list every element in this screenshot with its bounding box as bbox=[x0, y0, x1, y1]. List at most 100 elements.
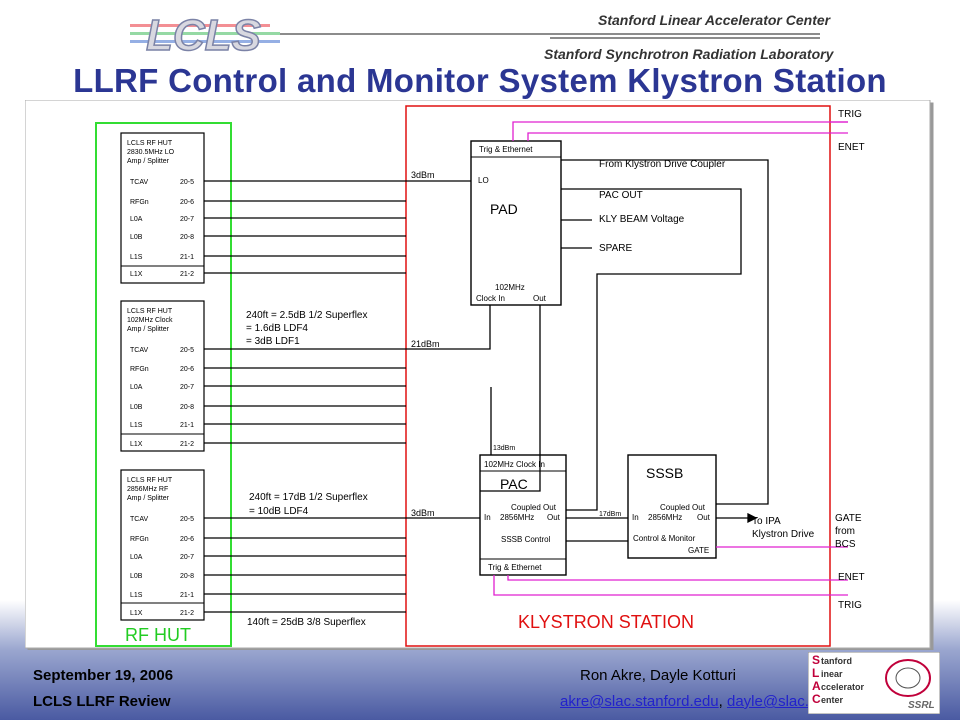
email-link-akre[interactable]: akre@slac.stanford.edu bbox=[560, 693, 719, 710]
gate-label-3: BCS bbox=[835, 539, 856, 550]
hut-port-name: L1X bbox=[130, 271, 143, 278]
pac-out-to-pad bbox=[561, 188, 742, 511]
ipa-arrow bbox=[747, 512, 758, 524]
pac-clock-in: 102MHz Clock In bbox=[484, 460, 545, 469]
hut-box-title-line: LCLS RF HUT bbox=[127, 308, 173, 315]
sssb-coupled-out: Coupled Out bbox=[660, 503, 706, 512]
hut-splitter-box bbox=[120, 300, 205, 452]
hut-port-number: 20-7 bbox=[180, 216, 194, 223]
slac-logo-word: inear bbox=[821, 669, 843, 679]
hut-box-title-line: Amp / Splitter bbox=[127, 158, 170, 165]
trig-top-line bbox=[512, 121, 848, 141]
hut-port-name: L0B bbox=[130, 404, 143, 411]
pad-input-label: SPARE bbox=[599, 243, 632, 254]
cable-note-clock-2: = 1.6dB LDF4 bbox=[246, 323, 308, 334]
pac-coupled-out: Coupled Out bbox=[511, 503, 557, 512]
hut-port-name: TCAV bbox=[130, 179, 148, 186]
enet-top-label: ENET bbox=[838, 142, 865, 153]
slac-logo-initial: A bbox=[812, 679, 821, 693]
to-ipa-label-2: Klystron Drive bbox=[752, 529, 815, 540]
klystron-station-border bbox=[405, 105, 831, 647]
trig-bottom-line bbox=[493, 575, 848, 596]
pac-in: In bbox=[484, 513, 491, 522]
hut-port-number: 20-7 bbox=[180, 554, 194, 561]
lcls-logo-text: LCLS bbox=[146, 11, 261, 60]
hut-port-name: TCAV bbox=[130, 347, 148, 354]
pad-out-to-pac bbox=[480, 305, 541, 492]
sssb-freq: 2856MHz bbox=[648, 513, 682, 522]
hut-port-number: 21-2 bbox=[180, 610, 194, 617]
header-rules bbox=[280, 33, 820, 39]
hut-port-number: 20-8 bbox=[180, 234, 194, 241]
ssrl-mark: SSRL bbox=[908, 700, 935, 711]
pad-input-label: KLY BEAM Voltage bbox=[599, 214, 685, 225]
hut-boxes bbox=[120, 132, 205, 621]
hut-port-number: 21-1 bbox=[180, 592, 194, 599]
sssb-box bbox=[627, 454, 717, 559]
hut-box-title-line: LCLS RF HUT bbox=[127, 140, 173, 147]
trig-top-label: TRIG bbox=[838, 109, 862, 120]
hut-box-title-line: 102MHz Clock bbox=[127, 317, 173, 324]
hut-port-number: 21-1 bbox=[180, 254, 194, 261]
lab-name-slac: Stanford Linear Accelerator Center bbox=[598, 12, 831, 28]
rf-hut-label: RF HUT bbox=[125, 625, 191, 645]
pad-clock-in: Clock In bbox=[476, 294, 505, 303]
pac-out: Out bbox=[547, 513, 561, 522]
hut-port-name: L0A bbox=[130, 554, 143, 561]
hut-port-name: L1X bbox=[130, 610, 143, 617]
hut-port-number: 21-1 bbox=[180, 422, 194, 429]
sssb-gate: GATE bbox=[688, 546, 709, 555]
hut-port-name: L1S bbox=[130, 254, 143, 261]
hut-port-number: 20-6 bbox=[180, 366, 194, 373]
sssb-name: SSSB bbox=[646, 465, 683, 481]
enet-top-line bbox=[527, 132, 848, 141]
hut-port-name: RFGn bbox=[130, 199, 149, 206]
hut-port-name: L1S bbox=[130, 422, 143, 429]
pac-freq: 2856MHz bbox=[500, 513, 534, 522]
cable-note-bottom: 140ft = 25dB 3/8 Superflex bbox=[247, 617, 366, 628]
hut-port-number: 20-8 bbox=[180, 404, 194, 411]
hut-port-number: 21-2 bbox=[180, 441, 194, 448]
pac-name: PAC bbox=[500, 476, 528, 492]
hut-port-number: 21-2 bbox=[180, 271, 194, 278]
to-ipa-label-1: To IPA bbox=[752, 516, 781, 527]
cable-note-clock-3: = 3dB LDF1 bbox=[246, 336, 300, 347]
footer-date: September 19, 2006 bbox=[33, 667, 174, 684]
slac-logo-word: tanford bbox=[821, 656, 852, 666]
klystron-station-label: KLYSTRON STATION bbox=[518, 612, 694, 632]
hut-box-title-line: LCLS RF HUT bbox=[127, 477, 173, 484]
pad-out: Out bbox=[533, 294, 547, 303]
slac-logo-initial: C bbox=[812, 692, 821, 706]
hut-port-number: 20-7 bbox=[180, 384, 194, 391]
coupler-to-pad bbox=[561, 159, 769, 505]
hut-port-number: 20-6 bbox=[180, 536, 194, 543]
hut-port-number: 20-5 bbox=[180, 516, 194, 523]
hut-box-title-line: 2856MHz RF bbox=[127, 486, 168, 493]
hut-box-title-line: Amp / Splitter bbox=[127, 326, 170, 333]
hut-port-name: RFGn bbox=[130, 536, 149, 543]
hut-port-name: L1S bbox=[130, 592, 143, 599]
slac-logo-word: enter bbox=[821, 695, 844, 705]
hut-port-name: TCAV bbox=[130, 516, 148, 523]
sssb-out: Out bbox=[697, 513, 711, 522]
pad-input-label: PAC OUT bbox=[599, 190, 643, 201]
hut-port-number: 20-8 bbox=[180, 573, 194, 580]
hut-port-number: 20-5 bbox=[180, 179, 194, 186]
footer-review: LCLS LLRF Review bbox=[33, 693, 171, 710]
hut-port-name: RFGn bbox=[130, 366, 149, 373]
trig-bottom-label: TRIG bbox=[838, 600, 862, 611]
hut-port-name: L0A bbox=[130, 384, 143, 391]
gate-label-2: from bbox=[835, 526, 855, 537]
hut-box-title-line: 2830.5MHz LO bbox=[127, 149, 175, 156]
cable-note-rf-1: 240ft = 17dB 1/2 Superflex bbox=[249, 492, 368, 503]
pad-trig-ethernet: Trig & Ethernet bbox=[479, 145, 533, 154]
sssb-in: In bbox=[632, 513, 639, 522]
level-lo: 3dBm bbox=[411, 170, 435, 180]
enet-bottom-line bbox=[507, 575, 848, 581]
page-title: LLRF Control and Monitor System Klystron… bbox=[73, 62, 887, 99]
hut-port-name: L0B bbox=[130, 234, 143, 241]
slac-logo-word: ccelerator bbox=[821, 682, 865, 692]
